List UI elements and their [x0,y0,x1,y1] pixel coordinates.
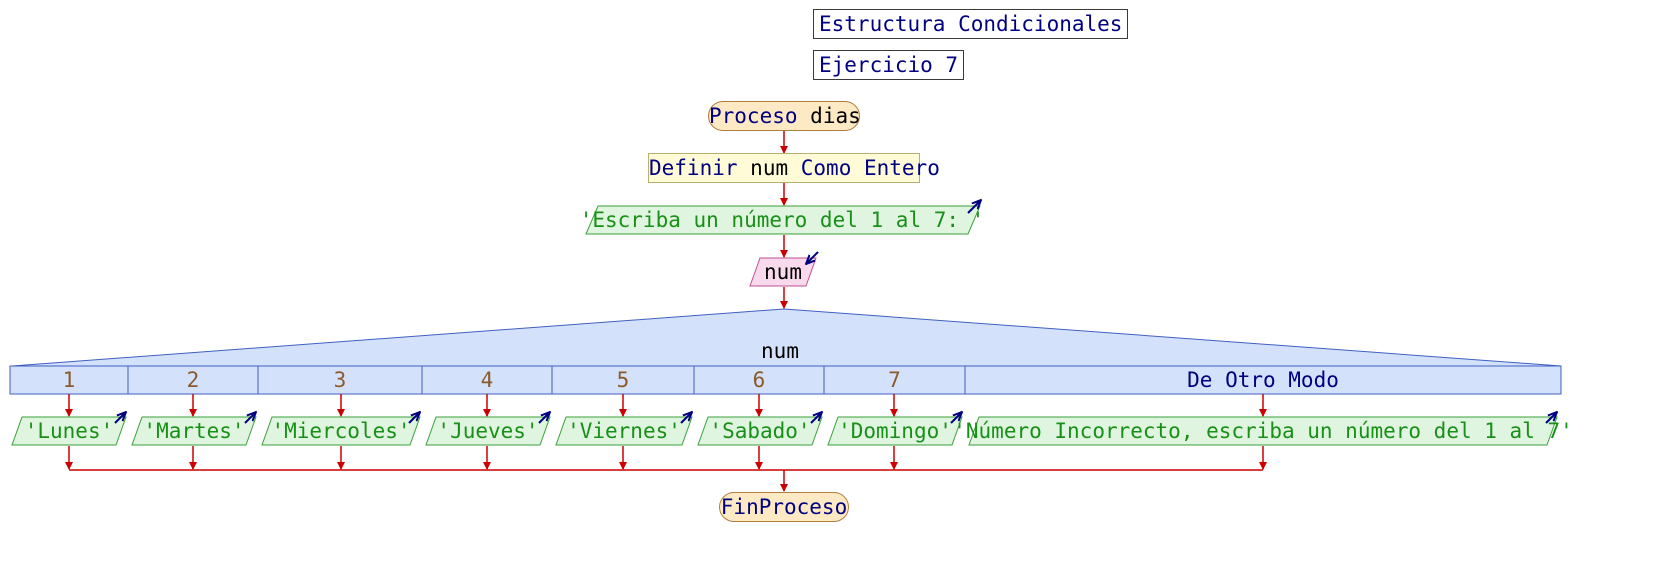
subtitle-comment-text: Ejercicio 7 [819,53,959,77]
case-value: 3 [333,368,347,392]
define-type: Como Entero [800,156,940,180]
case-output-shapes [11,416,1558,446]
case-value: 5 [616,368,630,392]
case-output-text: 'Viernes' [567,419,681,443]
input-shape [749,257,817,287]
case-output-text: 'Domingo' [838,419,952,443]
process-start-terminal: Proceso dias [708,101,861,131]
case-value: 1 [62,368,76,392]
case-default-output-text: 'Número Incorrecto, escriba un número de… [953,419,1573,443]
case-output-text: 'Sabado' [709,419,811,443]
case-output-arrow-icons [114,412,1557,424]
process-end-label: FinProceso [720,495,848,519]
case-value: 4 [480,368,494,392]
process-keyword: Proceso [709,104,798,128]
switch-case-row [9,365,1562,395]
case-value: 7 [888,368,901,392]
case-value: 2 [186,368,200,392]
output-prompt-text: 'Escriba un número del 1 al 7: ' [579,208,985,232]
process-end-terminal: FinProceso [719,492,849,522]
flow-arrows [69,131,1263,492]
output-prompt-shape [585,205,981,235]
case-value: 6 [752,368,766,392]
define-keyword: Definir [649,156,738,180]
case-output-text: 'Lunes' [24,419,114,443]
title-comment-text: Estructura Condicionales [819,12,1123,36]
case-output-text: 'Jueves' [437,419,539,443]
output-arrow-icon [967,200,981,214]
input-arrow-icon [806,251,819,264]
case-output-text: 'Miercoles' [271,419,411,443]
case-arrows [65,394,1267,470]
switch-variable: num [761,339,799,363]
switch-case-dividers [127,366,966,394]
define-variable-box: Definir num Como Entero [648,153,940,183]
process-name: dias [810,104,861,128]
input-variable-text: num [764,260,802,284]
subtitle-comment: Ejercicio 7 [813,50,965,80]
case-output-text: 'Martes' [143,419,245,443]
case-default-label: De Otro Modo [1187,368,1339,392]
title-comment: Estructura Condicionales [813,9,1129,39]
define-variable: num [750,156,789,180]
